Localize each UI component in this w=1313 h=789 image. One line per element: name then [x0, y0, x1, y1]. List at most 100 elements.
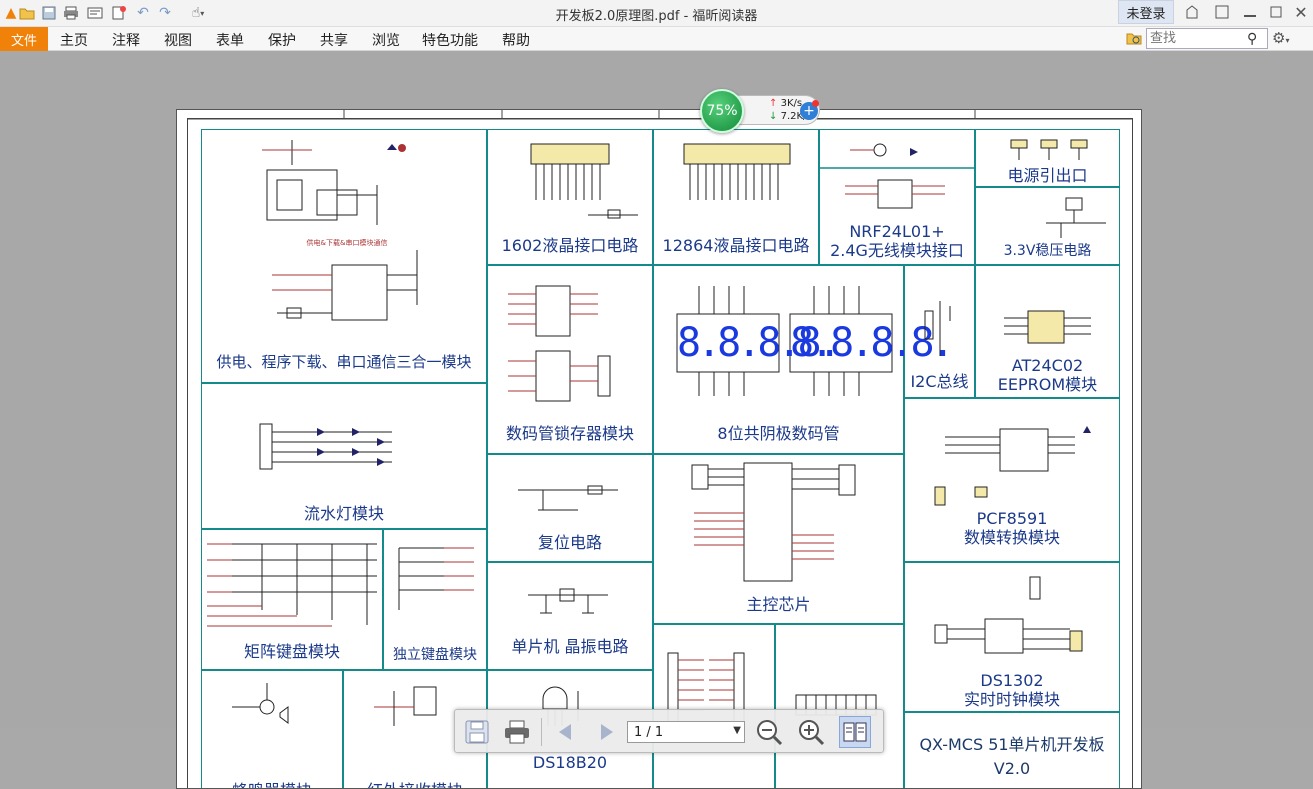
new-doc-icon[interactable] [110, 4, 128, 22]
section-board-title: QX-MCS 51单片机开发板 V2.0 [904, 712, 1120, 788]
restore-icon[interactable] [1238, 2, 1262, 22]
schematic-latch [508, 285, 611, 402]
redo-icon[interactable]: ↷ [159, 5, 171, 21]
schematic-frame: 供电&下载&串口模块通信 供电、程序下载、串口通信三合一模块 1602液晶接口电… [187, 118, 1133, 788]
zoom-out-icon[interactable] [753, 716, 785, 748]
zoom-in-icon[interactable] [795, 716, 827, 748]
menu-browse[interactable]: 浏览 [372, 33, 400, 49]
schematic-power-out [1010, 139, 1088, 160]
section-lcd12864: 12864液晶接口电路 [653, 129, 819, 265]
schematic-mcu [691, 462, 856, 582]
settings-gear-icon[interactable]: ⚙▾ [1272, 29, 1290, 47]
schematic-lcd12864 [683, 143, 791, 200]
reading-mode-icon[interactable] [839, 716, 871, 748]
label-eeprom-line1: AT24C02 [1011, 356, 1084, 375]
download-arrow-icon: ↓ [769, 111, 778, 122]
label-buzzer: 蜂鸣器模块 [202, 781, 342, 788]
menu-protect[interactable]: 保护 [268, 33, 296, 49]
previous-page-icon[interactable] [549, 716, 581, 748]
search-icon[interactable]: ⚲ [1247, 30, 1258, 47]
print-icon[interactable] [62, 4, 80, 22]
search-box: ⚲ [1146, 28, 1268, 49]
schematic-connector-right [795, 694, 877, 716]
download-speed: 7.2K/s [780, 111, 812, 122]
menu-share[interactable]: 共享 [320, 33, 348, 49]
app-logo-icon: ▲ [5, 5, 17, 21]
label-matrix: 矩阵键盘模块 [243, 642, 340, 661]
label-ir: 红外接收模块 [344, 781, 486, 788]
section-matrix: 矩阵键盘模块 [201, 529, 383, 670]
menu-features[interactable]: 特色功能 [422, 33, 478, 49]
section-eeprom: AT24C02 EEPROM模块 [975, 265, 1120, 398]
skin-icon[interactable] [1180, 2, 1204, 22]
minimize-icon[interactable] [1210, 2, 1234, 22]
next-page-icon[interactable] [591, 716, 623, 748]
section-seg8: 8.8.8.8. 8.8.8.8. 8位共阴极数码管 [653, 265, 955, 454]
label-latch: 数码管锁存器模块 [505, 424, 634, 443]
section-connector-left [653, 624, 775, 788]
label-pcf-line1: PCF8591 [976, 509, 1048, 528]
page-number-select[interactable]: 1 / 1 ▼ [627, 721, 745, 743]
section-ds1302: DS1302 实时时钟模块 [904, 562, 1120, 712]
menu-help[interactable]: 帮助 [502, 33, 530, 49]
notification-dot [812, 100, 819, 107]
search-input[interactable] [1147, 29, 1247, 48]
pdf-page: 供电&下载&串口模块通信 供电、程序下载、串口通信三合一模块 1602液晶接口电… [176, 109, 1142, 789]
document-view[interactable]: 供电&下载&串口模块通信 供电、程序下载、串口通信三合一模块 1602液晶接口电… [0, 51, 1313, 789]
save-icon[interactable] [40, 4, 58, 22]
performance-widget[interactable]: ↑ 3K/s ↓ 7.2K/s 75% + [700, 89, 822, 133]
undo-icon[interactable]: ↶ [137, 5, 149, 21]
menu-bar: 文件 主页 注释 视图 表单 保护 共享 浏览 特色功能 帮助 ⚲ ⚙▾ [0, 27, 1313, 51]
menu-home[interactable]: 主页 [60, 33, 88, 49]
upload-arrow-icon: ↑ [769, 98, 778, 109]
schematic-ir [374, 686, 437, 726]
section-indep: 独立键盘模块 [383, 529, 487, 670]
section-power: 供电&下载&串口模块通信 供电、程序下载、串口通信三合一模块 [201, 129, 487, 383]
section-mcu: 主控芯片 [653, 454, 904, 624]
schematic-nrf24l01 [820, 143, 976, 209]
close-icon[interactable]: ✕ [1294, 2, 1308, 22]
section-connector-right [775, 624, 904, 788]
menu-form[interactable]: 表单 [216, 33, 244, 49]
schematic-led [259, 423, 392, 470]
chevron-down-icon: ▼ [733, 725, 741, 736]
schematic-matrix [207, 543, 377, 627]
open-folder-icon[interactable] [18, 4, 36, 22]
label-nrf-line2: 2.4G无线模块接口 [830, 241, 964, 260]
folder-search-icon[interactable] [1126, 30, 1142, 50]
section-latch: 数码管锁存器模块 [487, 265, 653, 454]
board-title-line1: QX-MCS 51单片机开发板 [919, 735, 1105, 754]
menu-view[interactable]: 视图 [164, 33, 192, 49]
print-icon[interactable] [501, 716, 533, 748]
save-icon[interactable] [461, 716, 493, 748]
floating-nav-toolbar: 1 / 1 ▼ [454, 709, 884, 753]
power-module-note: 供电&下载&串口模块通信 [306, 239, 388, 247]
label-lcd1602: 1602液晶接口电路 [501, 236, 639, 255]
login-button[interactable]: 未登录 [1118, 0, 1174, 24]
schematic-indep [398, 547, 474, 610]
label-eeprom-line2: EEPROM模块 [997, 375, 1098, 394]
title-bar: ▲ ↶ ↷ ☝▾ 开发板2.0原理图.pdf - 福昕阅读器 未登录 ✕ [0, 0, 1313, 27]
label-ds1302-line2: 实时时钟模块 [963, 690, 1060, 709]
schematic-eeprom [1004, 310, 1091, 344]
upload-speed: 3K/s [780, 98, 803, 109]
section-crystal: 单片机 晶振电路 [487, 562, 653, 670]
board-title-line2: V2.0 [993, 759, 1031, 778]
hand-tool-icon[interactable]: ☝▾ [191, 5, 205, 21]
page-indicator: 1 / 1 [634, 724, 664, 740]
schematic-seg8 [676, 286, 893, 396]
schematic-i2c [924, 301, 951, 356]
memory-percent[interactable]: 75% [700, 89, 744, 133]
properties-icon[interactable] [86, 4, 104, 22]
toolbar-divider [541, 718, 542, 746]
schematic-crystal [528, 588, 608, 614]
section-buzzer: 蜂鸣器模块 [201, 670, 343, 788]
file-menu-button[interactable]: 文件 [0, 27, 48, 51]
section-reset: 复位电路 [487, 454, 653, 562]
seg-display-2: 8.8.8.8. [790, 320, 955, 366]
schematic-lcd1602 [530, 143, 638, 219]
maximize-icon[interactable] [1264, 2, 1288, 22]
menu-comment[interactable]: 注释 [112, 33, 140, 49]
schematic-reg33 [1046, 197, 1106, 238]
section-i2c: I2C总线 [904, 265, 975, 398]
